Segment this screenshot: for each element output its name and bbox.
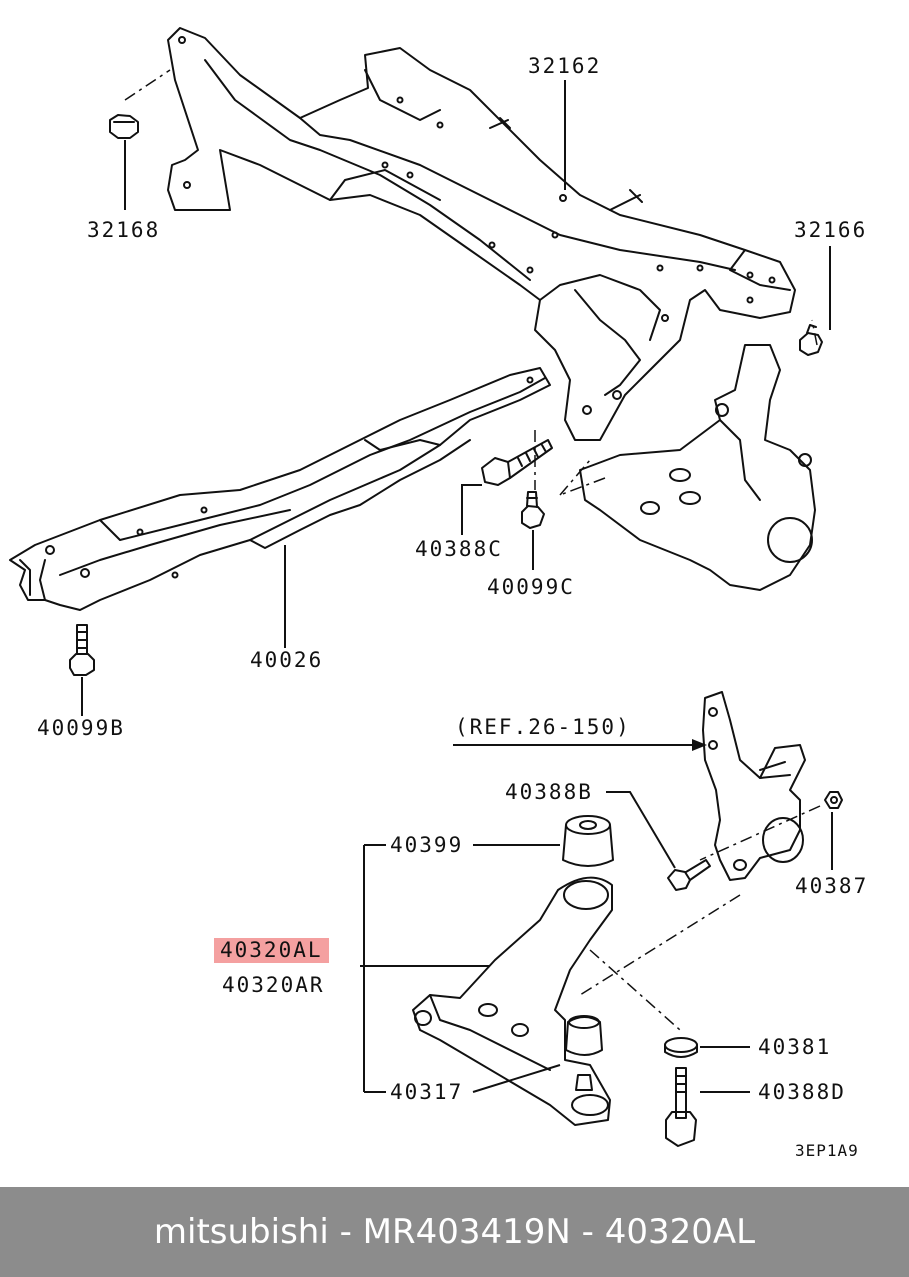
- brand-name: mitsubishi: [153, 1212, 329, 1252]
- label-40099b: 40099B: [37, 716, 125, 740]
- bolt-40099b: [69, 624, 95, 676]
- label-40320al-highlighted: 40320AL: [214, 938, 329, 963]
- label-ref-26-150: (REF.26-150): [455, 715, 631, 739]
- nut-40387: [824, 791, 843, 809]
- bolt-32168: [109, 114, 139, 139]
- ball-joint: [565, 1015, 609, 1116]
- label-32166: 32166: [794, 218, 868, 242]
- parts-diagram: [9, 27, 843, 1147]
- bolt-32166: [799, 324, 823, 356]
- part-number: MR403419: [362, 1212, 546, 1252]
- label-40388c: 40388C: [415, 537, 503, 561]
- diagram-code: 3EP1A9: [795, 1141, 859, 1160]
- label-40381: 40381: [758, 1035, 832, 1059]
- label-40317: 40317: [390, 1080, 464, 1104]
- bolt-40099c: [521, 491, 545, 529]
- knuckle-ref: [702, 691, 806, 881]
- knuckle-upper: [579, 344, 816, 591]
- footer-bar: mitsubishi - MR403419 N - 40320AL: [0, 1187, 909, 1277]
- side-member-40026: [9, 367, 551, 611]
- bushing-40399: [562, 815, 614, 867]
- bolt-40388d: [665, 1067, 697, 1147]
- label-40099c: 40099C: [487, 575, 575, 599]
- label-32162: 32162: [528, 54, 602, 78]
- lower-arm-40320al: [412, 876, 613, 1126]
- washer-40381: [664, 1037, 698, 1058]
- label-40387: 40387: [795, 874, 869, 898]
- label-40320ar: 40320AR: [222, 973, 325, 997]
- reference-number: N - 40320AL: [545, 1212, 756, 1252]
- label-32168: 32168: [87, 218, 161, 242]
- crossmember-32162: [167, 27, 796, 441]
- bolt-40388b: [667, 859, 711, 891]
- label-40026: 40026: [250, 648, 324, 672]
- label-40388b: 40388B: [505, 780, 593, 804]
- label-40399: 40399: [390, 833, 464, 857]
- bolt-40388c: [481, 439, 553, 486]
- label-40388d: 40388D: [758, 1080, 846, 1104]
